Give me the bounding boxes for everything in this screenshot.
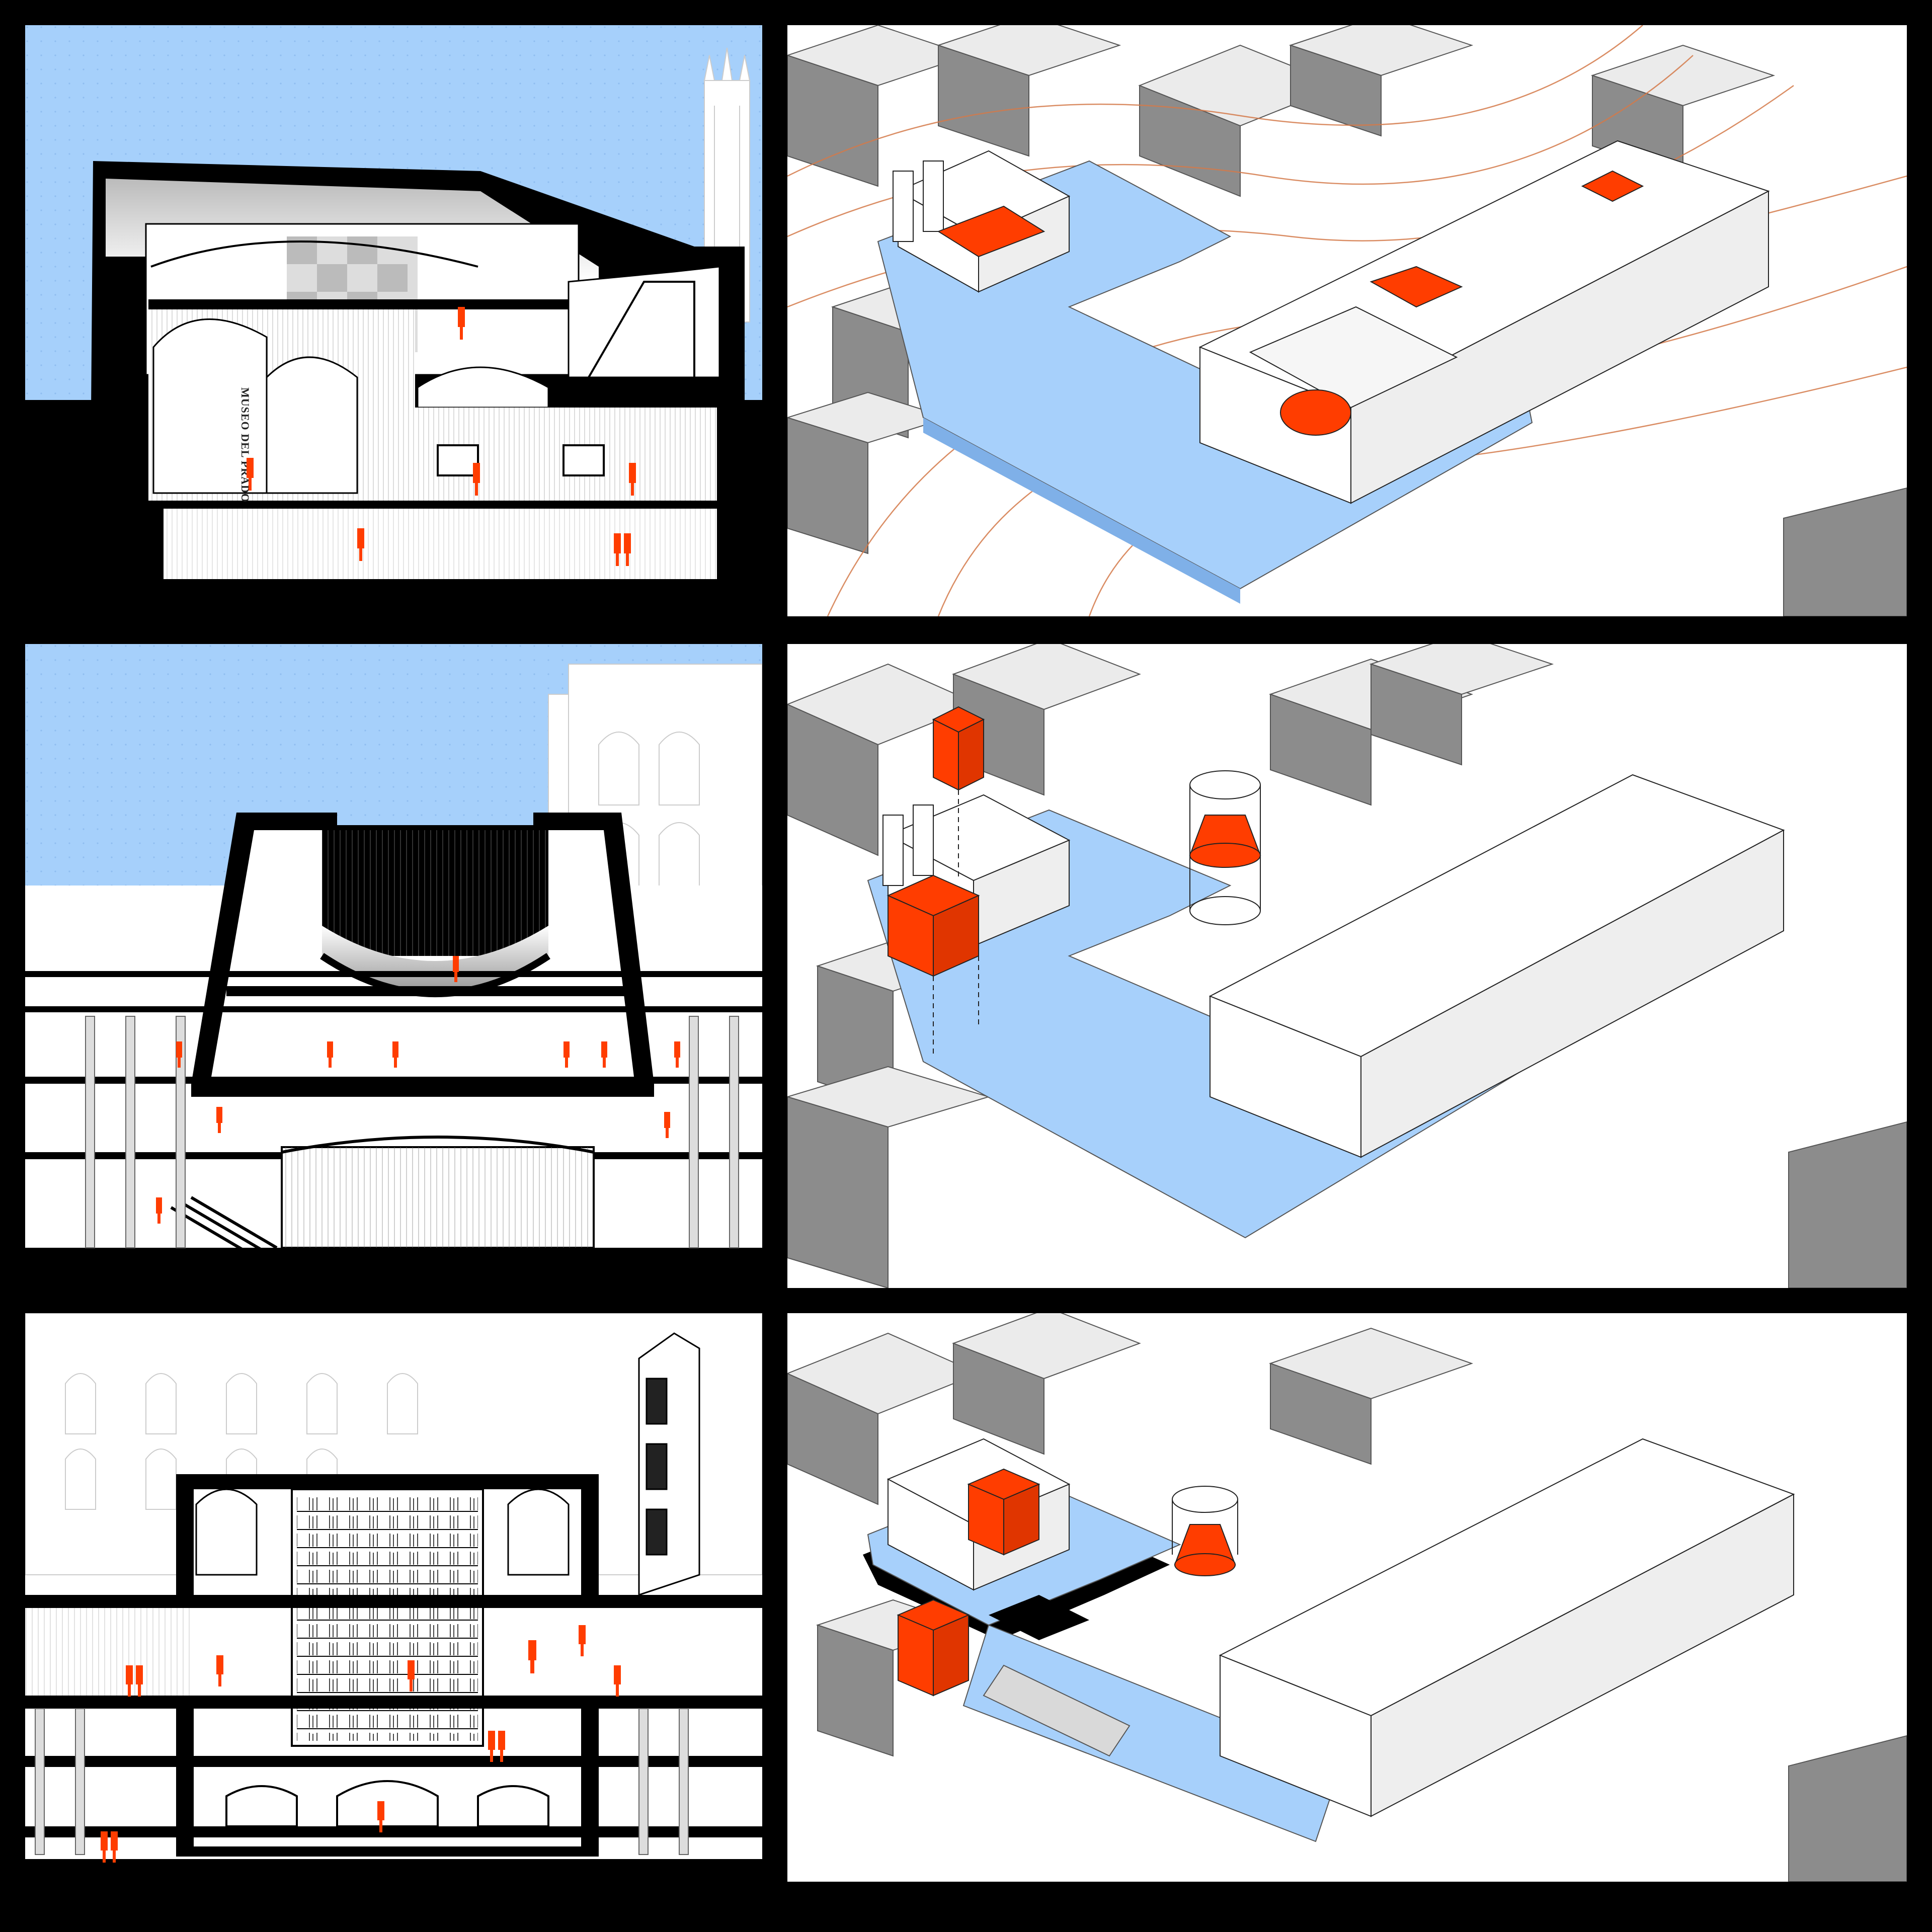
palace-3 <box>1219 1438 1795 1817</box>
human-figures-3 <box>101 1625 621 1863</box>
palace <box>1198 140 1770 504</box>
church <box>893 150 1071 293</box>
columns <box>85 1016 739 1248</box>
axonometric-panel-3 <box>787 1313 1907 1882</box>
axon-drawing-2 <box>787 644 1907 1288</box>
side-building <box>638 1332 700 1596</box>
ramp <box>983 1664 1131 1757</box>
axon-drawing-3 <box>787 1313 1907 1882</box>
context-buildings-2 <box>787 644 1907 1288</box>
axonometric-panel-1 <box>787 25 1907 616</box>
section-panel-3 <box>25 1313 762 1882</box>
red-volumes <box>887 706 985 977</box>
context-buildings-3 <box>787 1313 1907 1882</box>
red-markers <box>937 170 1644 436</box>
cone-in-cylinder <box>1189 770 1261 925</box>
axonometric-panel-2 <box>787 644 1907 1288</box>
section-drawing-2 <box>25 644 762 1288</box>
section-drawing-3 <box>25 1313 762 1882</box>
axon-drawing-1 <box>787 25 1907 616</box>
section-panel-2 <box>25 644 762 1288</box>
section-drawing-1: MUSEO DEL PRADO <box>25 25 762 616</box>
human-figures <box>247 307 636 566</box>
palace-2 <box>1209 774 1785 1158</box>
section-panel-1: MUSEO DEL PRADO <box>25 25 762 616</box>
red-volumes-3 <box>897 1468 1040 1697</box>
human-figures-2 <box>156 956 680 1224</box>
cone-in-cylinder-3 <box>1172 1486 1238 1576</box>
